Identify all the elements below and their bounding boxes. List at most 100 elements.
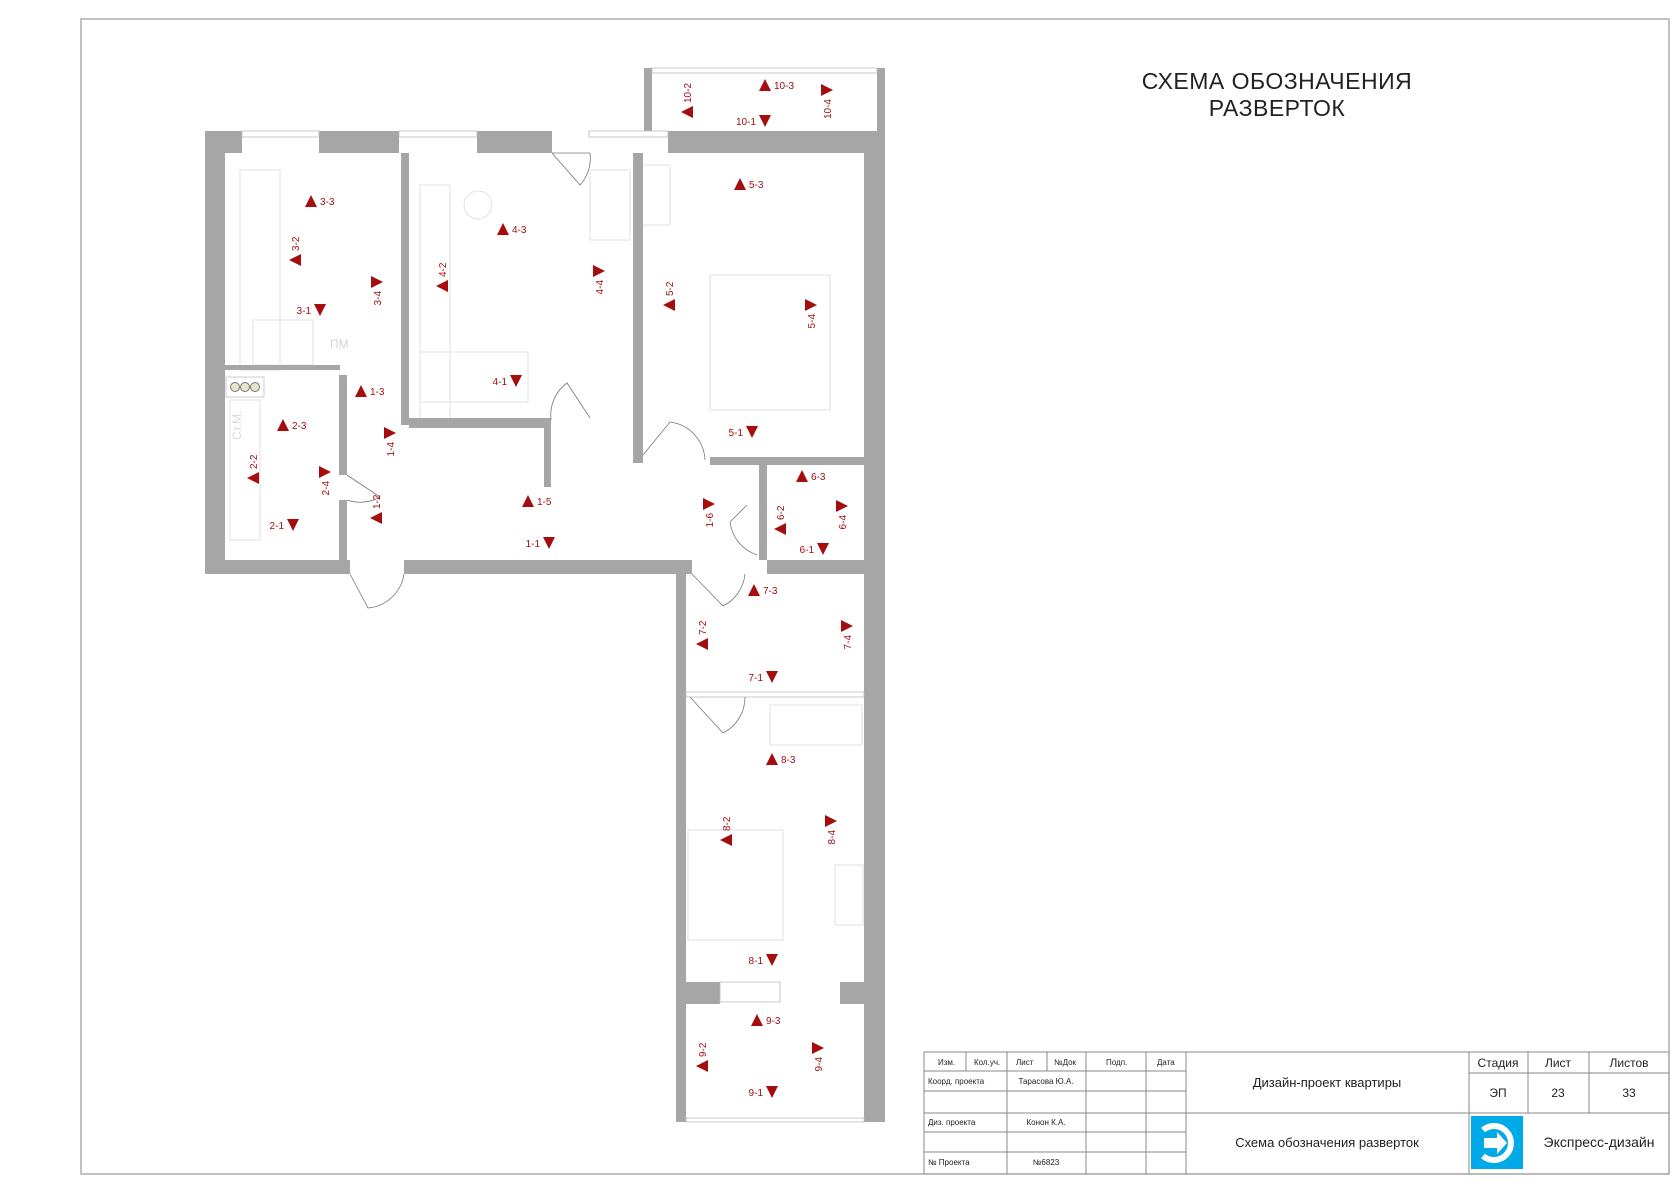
elevation-marker-label: 2-3	[292, 421, 307, 432]
triangle-arrow-up-icon	[277, 419, 289, 431]
triangle-arrow-right-icon	[825, 815, 837, 827]
elevation-marker-5-3: 5-3	[734, 178, 764, 191]
triangle-arrow-down-icon	[314, 304, 326, 316]
elevation-marker-label: 7-4	[843, 635, 854, 650]
stage-value: ЭП	[1489, 1086, 1506, 1100]
elevation-marker-2-1: 2-1	[270, 519, 299, 532]
elevation-marker-2-2: 2-2	[247, 454, 260, 484]
elevation-marker-label: 7-1	[749, 673, 764, 684]
triangle-arrow-right-icon	[821, 84, 833, 96]
project-number: №6823	[1033, 1158, 1060, 1167]
triangle-arrow-right-icon	[319, 466, 331, 478]
triangle-arrow-down-icon	[759, 115, 771, 127]
elevation-marker-label: 1-2	[372, 494, 383, 509]
header-podp: Подп.	[1106, 1058, 1127, 1067]
elevation-marker-label: 6-2	[776, 505, 787, 520]
elevation-marker-6-1: 6-1	[800, 543, 829, 556]
elevation-marker-1-3: 1-3	[355, 385, 385, 398]
elevation-marker-label: 1-3	[370, 387, 385, 398]
elevation-marker-10-1: 10-1	[736, 115, 771, 128]
washing-machine-label: Ст.М.	[230, 411, 244, 441]
elevation-marker-6-2: 6-2	[774, 505, 787, 535]
triangle-arrow-left-icon	[247, 472, 259, 484]
elevation-marker-label: 5-4	[807, 314, 818, 329]
elevation-marker-label: 7-3	[763, 586, 778, 597]
elevation-marker-label: 2-2	[249, 454, 260, 469]
triangle-arrow-left-icon	[370, 512, 382, 524]
elevation-marker-label: 10-1	[736, 117, 756, 128]
elevation-marker-9-1: 9-1	[749, 1086, 778, 1099]
elevation-marker-label: 9-4	[814, 1057, 825, 1072]
elevation-marker-10-4: 10-4	[821, 84, 834, 119]
triangle-arrow-down-icon	[543, 537, 555, 549]
elevation-marker-8-1: 8-1	[749, 954, 778, 967]
triangle-arrow-up-icon	[759, 79, 771, 91]
triangle-arrow-left-icon	[774, 523, 786, 535]
triangle-arrow-down-icon	[510, 375, 522, 387]
elevation-marker-8-2: 8-2	[720, 816, 733, 846]
triangle-arrow-down-icon	[817, 543, 829, 555]
elevation-marker-label: 4-3	[512, 225, 527, 236]
elevation-marker-9-2: 9-2	[696, 1042, 709, 1072]
elevation-marker-label: 6-4	[838, 515, 849, 530]
elevation-marker-label: 9-2	[698, 1042, 709, 1057]
elevation-marker-5-4: 5-4	[805, 299, 818, 328]
doors	[346, 152, 758, 734]
header-kol: Кол.уч.	[974, 1058, 1000, 1067]
header-izm: Изм.	[938, 1058, 955, 1067]
triangle-arrow-right-icon	[371, 276, 383, 288]
elevation-marker-label: 8-2	[722, 816, 733, 831]
elevation-marker-label: 3-2	[291, 236, 302, 251]
elevation-marker-7-3: 7-3	[748, 584, 778, 597]
sheet-title: СХЕМА ОБОЗНАЧЕНИЯ РАЗВЕРТОК	[1142, 68, 1412, 121]
furniture	[229, 164, 864, 941]
triangle-arrow-left-icon	[663, 299, 675, 311]
elevation-marker-label: 8-3	[781, 755, 796, 766]
elevation-marker-label: 1-1	[526, 539, 541, 550]
elevation-marker-label: 10-4	[823, 99, 834, 119]
elevation-marker-label: 3-3	[320, 197, 335, 208]
coord-label: Коорд. проекта	[928, 1077, 985, 1086]
elevation-marker-5-2: 5-2	[663, 281, 676, 311]
elevation-marker-label: 10-3	[774, 81, 794, 92]
elevation-marker-label: 2-4	[321, 481, 332, 496]
elevation-marker-1-5: 1-5	[522, 495, 552, 508]
elevation-marker-label: 10-2	[683, 83, 694, 103]
elevation-marker-label: 6-3	[811, 472, 826, 483]
elevation-marker-label: 3-1	[297, 306, 312, 317]
sheet-value: 23	[1551, 1086, 1565, 1100]
elevation-marker-3-3: 3-3	[305, 195, 335, 208]
elevation-marker-3-2: 3-2	[289, 236, 302, 266]
triangle-arrow-right-icon	[805, 299, 817, 311]
triangle-arrow-up-icon	[748, 584, 760, 596]
triangle-arrow-up-icon	[751, 1014, 763, 1026]
triangle-arrow-down-icon	[766, 671, 778, 683]
project-number-label: № Проекта	[928, 1158, 970, 1167]
designer-name: Конон К.А.	[1026, 1118, 1065, 1127]
elevation-marker-7-4: 7-4	[841, 620, 854, 649]
elevation-marker-3-1: 3-1	[297, 304, 326, 317]
triangle-arrow-up-icon	[796, 470, 808, 482]
elevation-marker-2-3: 2-3	[277, 419, 307, 432]
triangle-arrow-down-icon	[746, 426, 758, 438]
designer-label: Диз. проекта	[928, 1118, 976, 1127]
elevation-marker-10-2: 10-2	[681, 83, 694, 118]
elevation-marker-6-3: 6-3	[796, 470, 826, 483]
elevation-marker-7-2: 7-2	[696, 620, 709, 650]
title-block: Изм. Кол.уч. Лист №Док Подп. Дата Коорд.…	[923, 1051, 1670, 1175]
triangle-arrow-up-icon	[497, 223, 509, 235]
elevation-marker-8-4: 8-4	[825, 815, 838, 844]
sheet-title-line2: РАЗВЕРТОК	[1209, 95, 1346, 121]
elevation-marker-label: 1-4	[386, 442, 397, 457]
triangle-arrow-left-icon	[681, 106, 693, 118]
elevation-marker-1-1: 1-1	[526, 537, 555, 550]
elevation-marker-label: 1-6	[705, 513, 716, 528]
triangle-arrow-right-icon	[593, 265, 605, 277]
header-data: Дата	[1157, 1058, 1175, 1067]
elevation-marker-1-4: 1-4	[384, 427, 397, 456]
project-name: Дизайн-проект квартиры	[1253, 1075, 1402, 1090]
elevation-marker-2-4: 2-4	[319, 466, 332, 495]
elevation-marker-label: 4-2	[438, 262, 449, 277]
triangle-arrow-down-icon	[766, 954, 778, 966]
